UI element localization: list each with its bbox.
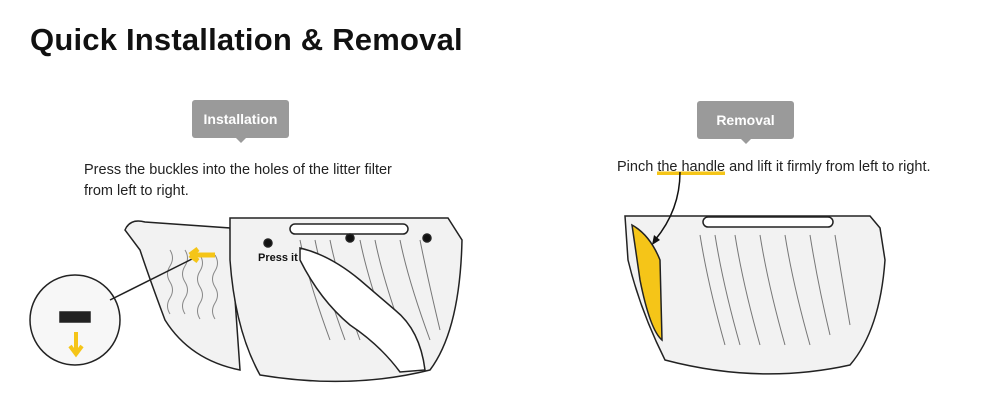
litter-filter-illustration bbox=[29, 217, 463, 383]
page-title: Quick Installation & Removal bbox=[30, 22, 463, 57]
installation-description: Press the buckles into the holes of the … bbox=[84, 162, 392, 199]
removal-filter-illustration bbox=[624, 215, 886, 375]
pointer-arrow-icon bbox=[654, 171, 681, 241]
installation-tag: Installation bbox=[192, 100, 289, 143]
press-it-callout: Press it bbox=[258, 252, 298, 264]
removal-description: Pinch the handle and lift it firmly from… bbox=[617, 159, 931, 175]
arrow-down-icon bbox=[68, 332, 84, 358]
arrow-left-icon bbox=[188, 247, 215, 263]
handle-highlight: the handle bbox=[657, 159, 726, 175]
removal-tag: Removal bbox=[697, 101, 794, 144]
